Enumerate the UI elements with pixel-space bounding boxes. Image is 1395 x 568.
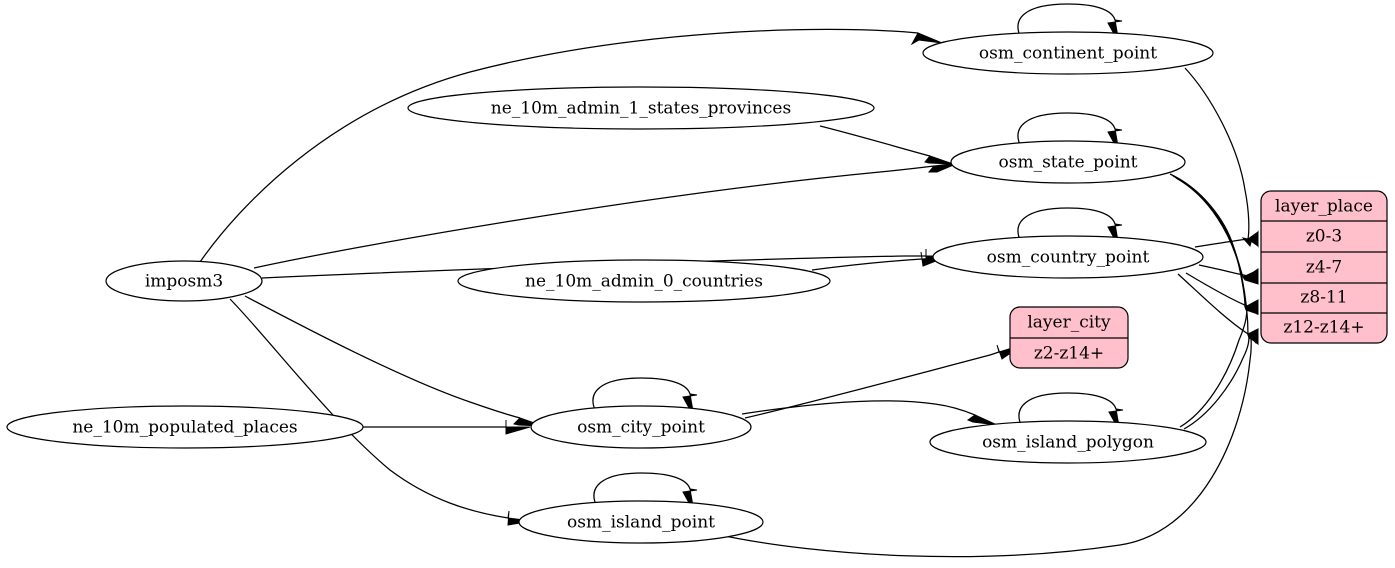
- edge-ne-admin1-to-osm-state-point: [819, 125, 954, 165]
- edge-osm-country-point-to-layer-place-z4-7: [1198, 264, 1259, 284]
- node-osm-state-point[interactable]: osm_state_point: [950, 140, 1186, 184]
- node-osm-island-polygon[interactable]: osm_island_polygon: [929, 420, 1207, 464]
- node-ne-10m-admin-0-countries[interactable]: ne_10m_admin_0_countries: [457, 259, 831, 303]
- node-ne-10m-admin-1-states-provinces[interactable]: ne_10m_admin_1_states_provinces: [407, 86, 875, 130]
- node-layer: imposm3 ne_10m_admin_1_states_provinces …: [6, 31, 1388, 544]
- edge-imposm3-to-osm-continent-point: [199, 28, 943, 263]
- node-label-osm-city-point: osm_city_point: [577, 418, 705, 438]
- node-label-imposm3: imposm3: [145, 272, 223, 292]
- layer-place-row-z8-11[interactable]: z8-11: [1300, 288, 1347, 308]
- node-label-osm-country-point: osm_country_point: [987, 248, 1150, 268]
- edge-imposm3-to-osm-city-point: [244, 295, 544, 427]
- edge-osm-island-polygon-to-layer-place-z8-11: [1179, 300, 1259, 428]
- layer-city-title: layer_city: [1027, 313, 1111, 333]
- node-layer-place[interactable]: layer_place z0-3 z4-7 z8-11 z12-z14+: [1260, 190, 1388, 344]
- node-imposm3[interactable]: imposm3: [105, 260, 263, 302]
- layer-place-title: layer_place: [1275, 197, 1373, 217]
- node-osm-continent-point[interactable]: osm_continent_point: [922, 31, 1214, 75]
- node-ne-10m-populated-places[interactable]: ne_10m_populated_places: [6, 405, 364, 449]
- node-osm-island-point[interactable]: osm_island_point: [518, 500, 764, 544]
- edge-osm-city-point-to-osm-island-polygon: [741, 400, 998, 426]
- layer-place-row-z12-z14[interactable]: z12-z14+: [1283, 318, 1364, 338]
- layer-place-box[interactable]: [1260, 190, 1388, 344]
- edge-osm-island-point-to-layer-place-z12-z14: [719, 328, 1259, 558]
- layer-place-row-z0-3[interactable]: z0-3: [1306, 227, 1342, 247]
- edge-ne-populated-to-osm-city-point: [363, 420, 531, 435]
- node-osm-country-point[interactable]: osm_country_point: [932, 235, 1204, 279]
- node-osm-city-point[interactable]: osm_city_point: [530, 405, 752, 449]
- node-label-ne-admin1: ne_10m_admin_1_states_provinces: [491, 99, 791, 119]
- node-layer-city[interactable]: layer_city z2-z14+: [1009, 306, 1129, 369]
- edge-imposm3-to-osm-state-point: [253, 162, 959, 269]
- node-label-osm-island-polygon: osm_island_polygon: [982, 433, 1154, 453]
- node-label-osm-island-point: osm_island_point: [567, 513, 715, 533]
- layer-place-row-z4-7[interactable]: z4-7: [1306, 258, 1342, 278]
- node-label-osm-continent-point: osm_continent_point: [979, 44, 1157, 64]
- edge-osm-continent-point-to-layer-place-z0-3: [1184, 67, 1259, 248]
- edge-osm-country-point-to-layer-place-z0-3: [1194, 231, 1259, 248]
- node-label-ne-admin0: ne_10m_admin_0_countries: [525, 272, 763, 292]
- layer-city-row-z2-z14[interactable]: z2-z14+: [1034, 344, 1104, 364]
- node-label-osm-state-point: osm_state_point: [999, 153, 1138, 173]
- edge-osm-city-point-to-layer-city: [744, 344, 1023, 419]
- node-label-ne-populated: ne_10m_populated_places: [72, 418, 297, 438]
